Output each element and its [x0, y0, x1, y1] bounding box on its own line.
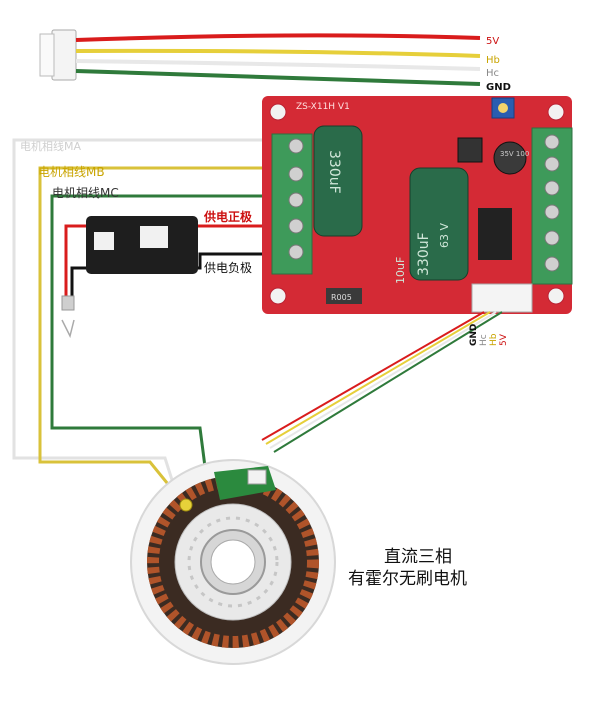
board-hall-labels: 5V Hb Hc GND: [469, 324, 509, 346]
power-supply-label-right: [140, 226, 168, 248]
hall-connector-latch: [39, 33, 55, 77]
terminal-screw-r4: [544, 204, 560, 220]
power-supply-label-left: [94, 232, 114, 250]
controller-board: ZS-X11H V1 330uF 330uF 63 V 10uF 35V 100: [262, 96, 573, 314]
hall-wire-white: [269, 311, 497, 449]
phase-wires: [12, 138, 300, 506]
capacitor-right-label: 330uF: [416, 232, 432, 276]
label-phase-mc: 电机相线MC: [52, 186, 119, 200]
wire-hb: [75, 48, 481, 58]
wire-phase-mb: [38, 166, 300, 506]
ic-chip: [478, 208, 512, 260]
wire-phase-ma: [12, 138, 300, 506]
capacitor-small-label: 10uF: [394, 257, 407, 284]
board-label-hb: Hb: [489, 333, 499, 346]
hall-cable: 5V Hb Hc GND: [39, 29, 511, 93]
label-power-positive: 供电正极: [203, 209, 253, 224]
wire-5v: [75, 33, 481, 42]
hall-wire-red: [261, 311, 485, 441]
terminal-screw-r2: [544, 156, 560, 172]
motor-caption-line2: 有霍尔无刷电机: [348, 569, 467, 589]
motor-hall-connector: [247, 469, 267, 485]
terminal-screw-r6: [544, 256, 560, 272]
label-power-negative: 供电负极: [204, 261, 252, 275]
power-plug-tip: [61, 295, 75, 311]
terminal-screw-1: [288, 138, 304, 154]
terminal-screw-5: [288, 244, 304, 260]
terminal-screw-4: [288, 218, 304, 234]
label-phase-ma: 电机相线MA: [20, 139, 81, 153]
hall-wires-to-motor: [261, 311, 503, 453]
wire-power-negative: [70, 252, 300, 300]
hall-wire-yellow: [265, 311, 491, 445]
bldc-motor: [130, 459, 336, 665]
phase-solder-point: [179, 498, 193, 512]
mount-hole-tl: [269, 103, 287, 121]
terminal-screw-r1: [544, 134, 560, 150]
board-label-hc: Hc: [479, 334, 489, 346]
board-hall-connector: [471, 283, 533, 313]
label-phase-mb: 电机相线MB: [38, 165, 105, 179]
terminal-screw-3: [288, 192, 304, 208]
board-label-5v: 5V: [499, 333, 509, 346]
electrolytic-cap-small: [493, 141, 527, 175]
terminal-screw-r5: [544, 230, 560, 246]
capacitor-right: [409, 167, 469, 281]
terminal-screw-r3: [544, 180, 560, 196]
capacitor-right-voltage: 63 V: [438, 223, 451, 248]
label-hc: Hc: [486, 68, 499, 79]
shunt-resistor-label: R005: [331, 293, 352, 302]
wire-hc: [75, 59, 481, 71]
terminal-screw-2: [288, 166, 304, 182]
mount-hole-br: [547, 287, 565, 305]
potentiometer-knob: [498, 103, 508, 113]
wire-phase-mc: [50, 194, 300, 491]
small-cap-label: 35V 100: [500, 150, 529, 158]
board-model: ZS-X11H V1: [296, 102, 350, 112]
board-label-gnd: GND: [469, 324, 479, 346]
power-wires: [61, 224, 300, 339]
label-5v: 5V: [486, 36, 499, 47]
label-hb: Hb: [486, 55, 500, 66]
power-supply: [86, 216, 198, 274]
wire-power-positive: [64, 224, 300, 300]
capacitor-left: [313, 125, 363, 237]
shunt-resistor: [326, 288, 362, 304]
wire-gnd: [75, 69, 481, 86]
motor-caption-line1: 直流三相: [384, 547, 452, 567]
inductor: [457, 137, 483, 163]
motor-windings: [147, 476, 319, 648]
mount-hole-tr: [547, 103, 565, 121]
motor-bore: [210, 539, 256, 585]
hall-connector-plug: [51, 29, 77, 81]
motor-bolt-ring: [187, 516, 279, 608]
hall-wire-green: [273, 311, 503, 453]
power-plug-pins: [61, 319, 75, 339]
capacitor-left-label: 330uF: [326, 150, 342, 194]
mount-hole-bl: [269, 287, 287, 305]
label-gnd: GND: [486, 82, 511, 93]
